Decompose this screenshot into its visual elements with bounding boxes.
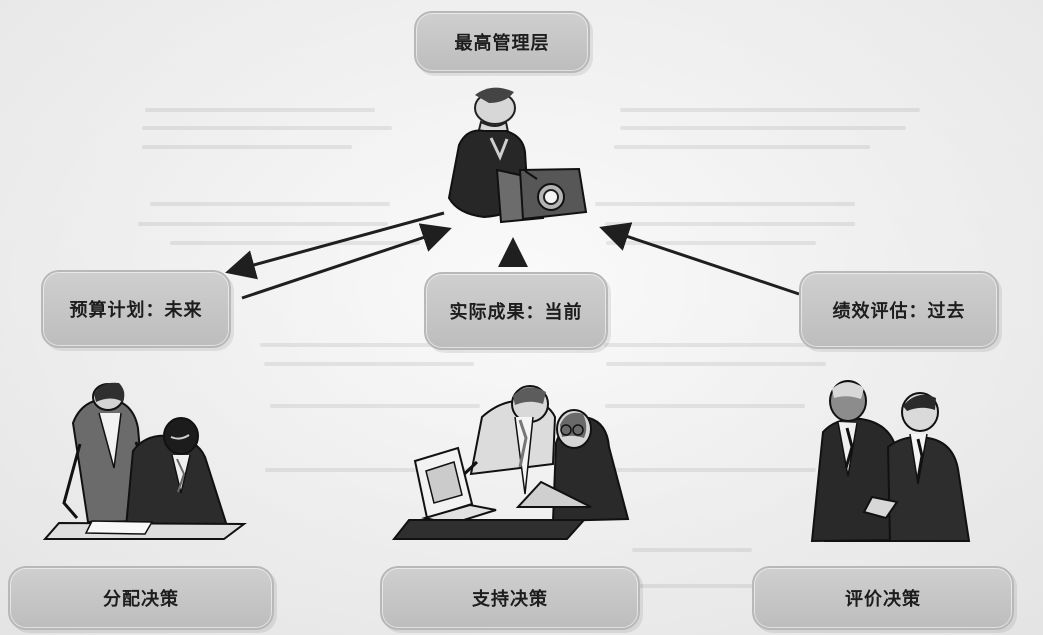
- team-at-computer-illustration: [391, 385, 630, 540]
- allocation-decision-label: 分配决策: [8, 566, 274, 630]
- performance-evaluation-label: 绩效评估：过去: [799, 271, 999, 349]
- arrow-top-to-budget: [225, 211, 445, 280]
- handshake-illustration: [810, 380, 971, 543]
- top-management-label: 最高管理层: [414, 11, 590, 73]
- arrow-budget-to-top: [241, 223, 452, 300]
- manager-at-podium-illustration: [447, 87, 588, 224]
- budget-plan-label: 预算计划：未来: [41, 270, 231, 348]
- arrow-performance-to-top: [599, 222, 800, 296]
- actual-results-label: 实际成果：当前: [424, 272, 608, 350]
- two-people-at-table-illustration: [42, 382, 247, 540]
- support-decision-label: 支持决策: [380, 566, 640, 630]
- evaluation-decision-label: 评价决策: [752, 566, 1014, 630]
